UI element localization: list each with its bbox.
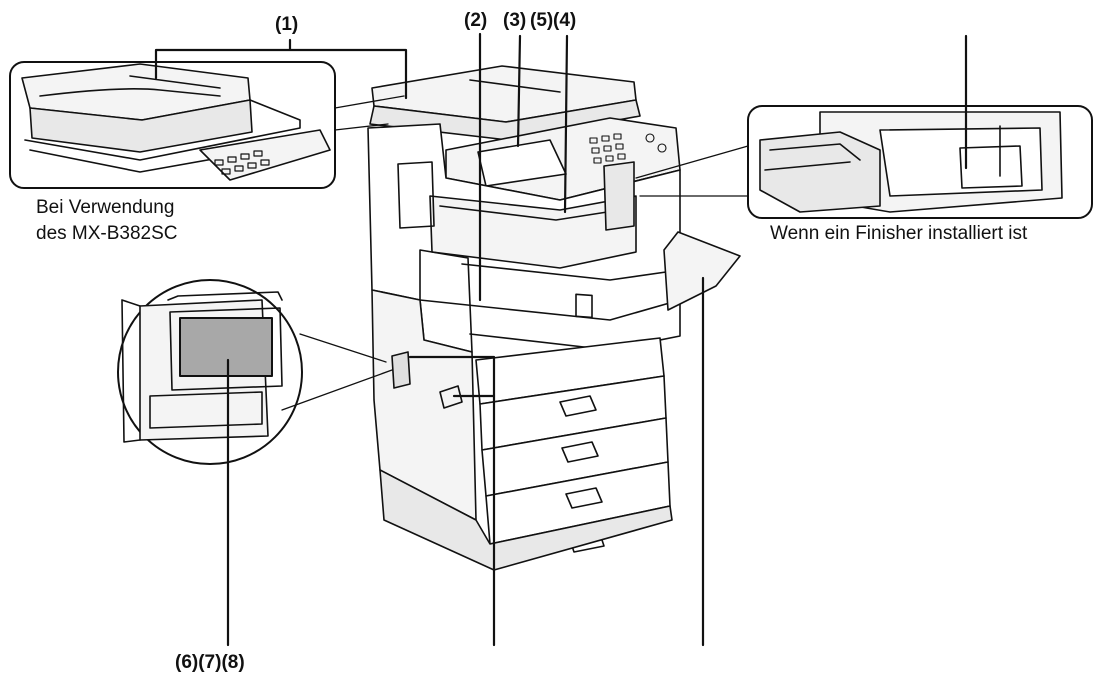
main-machine-body — [368, 66, 740, 570]
callout-2-label: (2) — [464, 10, 488, 31]
callout-4-label: (4) — [553, 10, 577, 31]
callout-5-label: (5) — [530, 10, 554, 31]
callout-6-7-8-label: (6)(7)(8) — [175, 652, 245, 673]
caption-finisher: Wenn ein Finisher installiert ist — [770, 223, 1028, 244]
inset-finisher — [748, 106, 1092, 218]
caption-adf-line-2: des MX-B382SC — [36, 223, 178, 244]
callout-3-label: (3) — [503, 10, 527, 31]
inset-power-switch — [118, 280, 302, 464]
caption-adf-line-1: Bei Verwendung — [36, 197, 175, 218]
inset-document-feeder — [10, 62, 335, 188]
leader-lines — [156, 34, 966, 645]
callout-1-label: (1) — [275, 14, 299, 35]
inset-connectors — [282, 96, 748, 410]
